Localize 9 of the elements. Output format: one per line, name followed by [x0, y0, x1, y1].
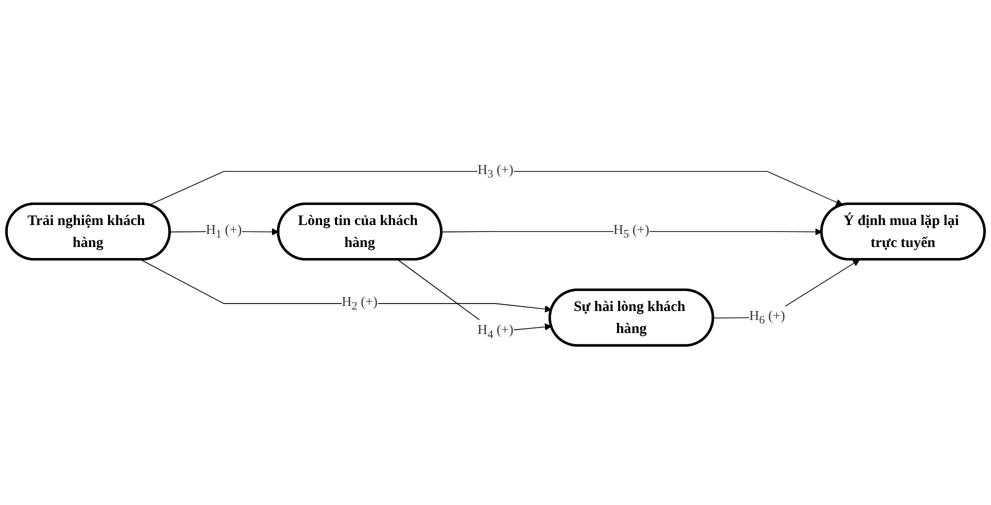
edge-label: H$_{5}$ (+)	[613, 222, 650, 241]
edge-label: H$_{1}$ (+)	[206, 222, 242, 241]
arrow	[140, 259, 552, 313]
arrow	[148, 171, 843, 206]
arrow	[441, 228, 822, 236]
edge-label: H$_{4}$ (+)	[478, 322, 514, 342]
edge-label: H$_{2}$ (+)	[342, 294, 378, 313]
edge-label: H$_{6}$ (+)	[749, 308, 786, 327]
edge-label: H$_{3}$ (+)	[478, 162, 514, 181]
